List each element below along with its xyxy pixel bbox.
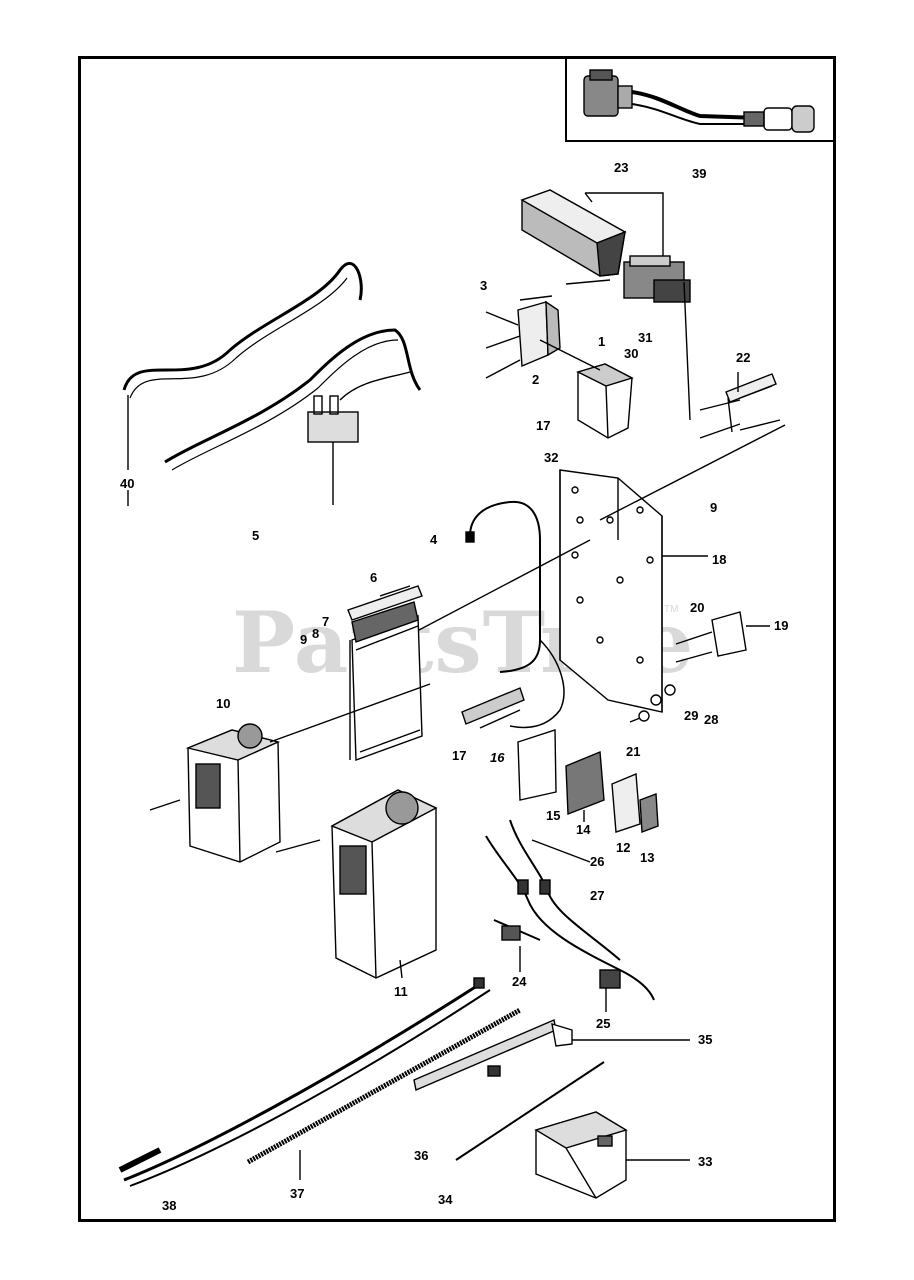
label-30: 30 [624, 346, 638, 361]
part-37-cable-tie [246, 1007, 522, 1180]
label-40: 40 [120, 476, 134, 491]
label-26: 26 [590, 854, 604, 869]
part-35-cable-gland [413, 1019, 690, 1091]
label-33: 33 [698, 1154, 712, 1169]
label-14: 14 [576, 822, 591, 837]
part-14-contactor [517, 729, 605, 822]
part-18-mounting-plate [399, 424, 786, 713]
label-38: 38 [162, 1198, 176, 1213]
part-11-drive-unit [275, 789, 438, 979]
part-23-connector [623, 255, 691, 421]
part-1-module [539, 339, 634, 439]
label-32: 32 [544, 450, 558, 465]
label-9-left: 9 [300, 632, 307, 647]
label-15: 15 [546, 808, 560, 823]
part-6-filter [349, 601, 423, 761]
part-28-29-washers [629, 684, 676, 723]
part-38-wire-set [118, 977, 491, 1187]
part-5-terminal-block [307, 371, 411, 505]
part-22-rail [699, 372, 781, 439]
label-16: 16 [490, 750, 505, 765]
part-16-terminal-bracket [461, 687, 525, 729]
label-12: 12 [616, 840, 630, 855]
part-19-block [675, 611, 770, 663]
label-10: 10 [216, 696, 230, 711]
label-17-top: 17 [536, 418, 550, 433]
label-29: 29 [684, 708, 698, 723]
label-37: 37 [290, 1186, 304, 1201]
label-35: 35 [698, 1032, 712, 1047]
label-21: 21 [626, 744, 640, 759]
part-12-13-aux-contacts [611, 772, 659, 833]
part-2-bracket [485, 279, 611, 379]
part-23-cover-box [520, 189, 664, 277]
watermark-trademark: TM [664, 604, 678, 615]
label-2: 2 [532, 372, 539, 387]
label-24: 24 [512, 974, 527, 989]
label-31: 31 [638, 330, 652, 345]
label-6: 6 [370, 570, 377, 585]
part-6-din-rail [347, 585, 423, 621]
part-10-drive-unit [149, 683, 431, 863]
label-19: 19 [774, 618, 788, 633]
part-36-rod [455, 1061, 605, 1161]
label-11: 11 [394, 984, 408, 999]
label-39: 39 [692, 166, 706, 181]
label-17-bottom: 17 [452, 748, 466, 763]
diagram-frame [78, 56, 836, 1222]
label-3: 3 [480, 278, 487, 293]
part-40-hose [122, 261, 422, 506]
label-34: 34 [438, 1192, 453, 1207]
label-20: 20 [690, 600, 704, 615]
part-24-connector [493, 919, 541, 972]
part-27-cable-assembly [485, 819, 655, 1001]
label-1: 1 [598, 334, 605, 349]
label-8: 8 [312, 626, 319, 641]
part-33-battery [534, 1111, 690, 1199]
label-5: 5 [252, 528, 259, 543]
label-22: 22 [736, 350, 750, 365]
label-4: 4 [430, 532, 438, 547]
detail-inset-box [565, 56, 836, 142]
label-27: 27 [590, 888, 604, 903]
part-4-harness [465, 500, 565, 729]
label-25: 25 [596, 1016, 610, 1031]
label-13: 13 [640, 850, 654, 865]
label-36: 36 [414, 1148, 428, 1163]
label-7: 7 [322, 614, 329, 629]
inset-plug-cable [583, 69, 815, 133]
label-23: 23 [614, 160, 628, 175]
label-28: 28 [704, 712, 718, 727]
part-25-plug [599, 969, 621, 1012]
label-18: 18 [712, 552, 726, 567]
label-9-right: 9 [710, 500, 717, 515]
